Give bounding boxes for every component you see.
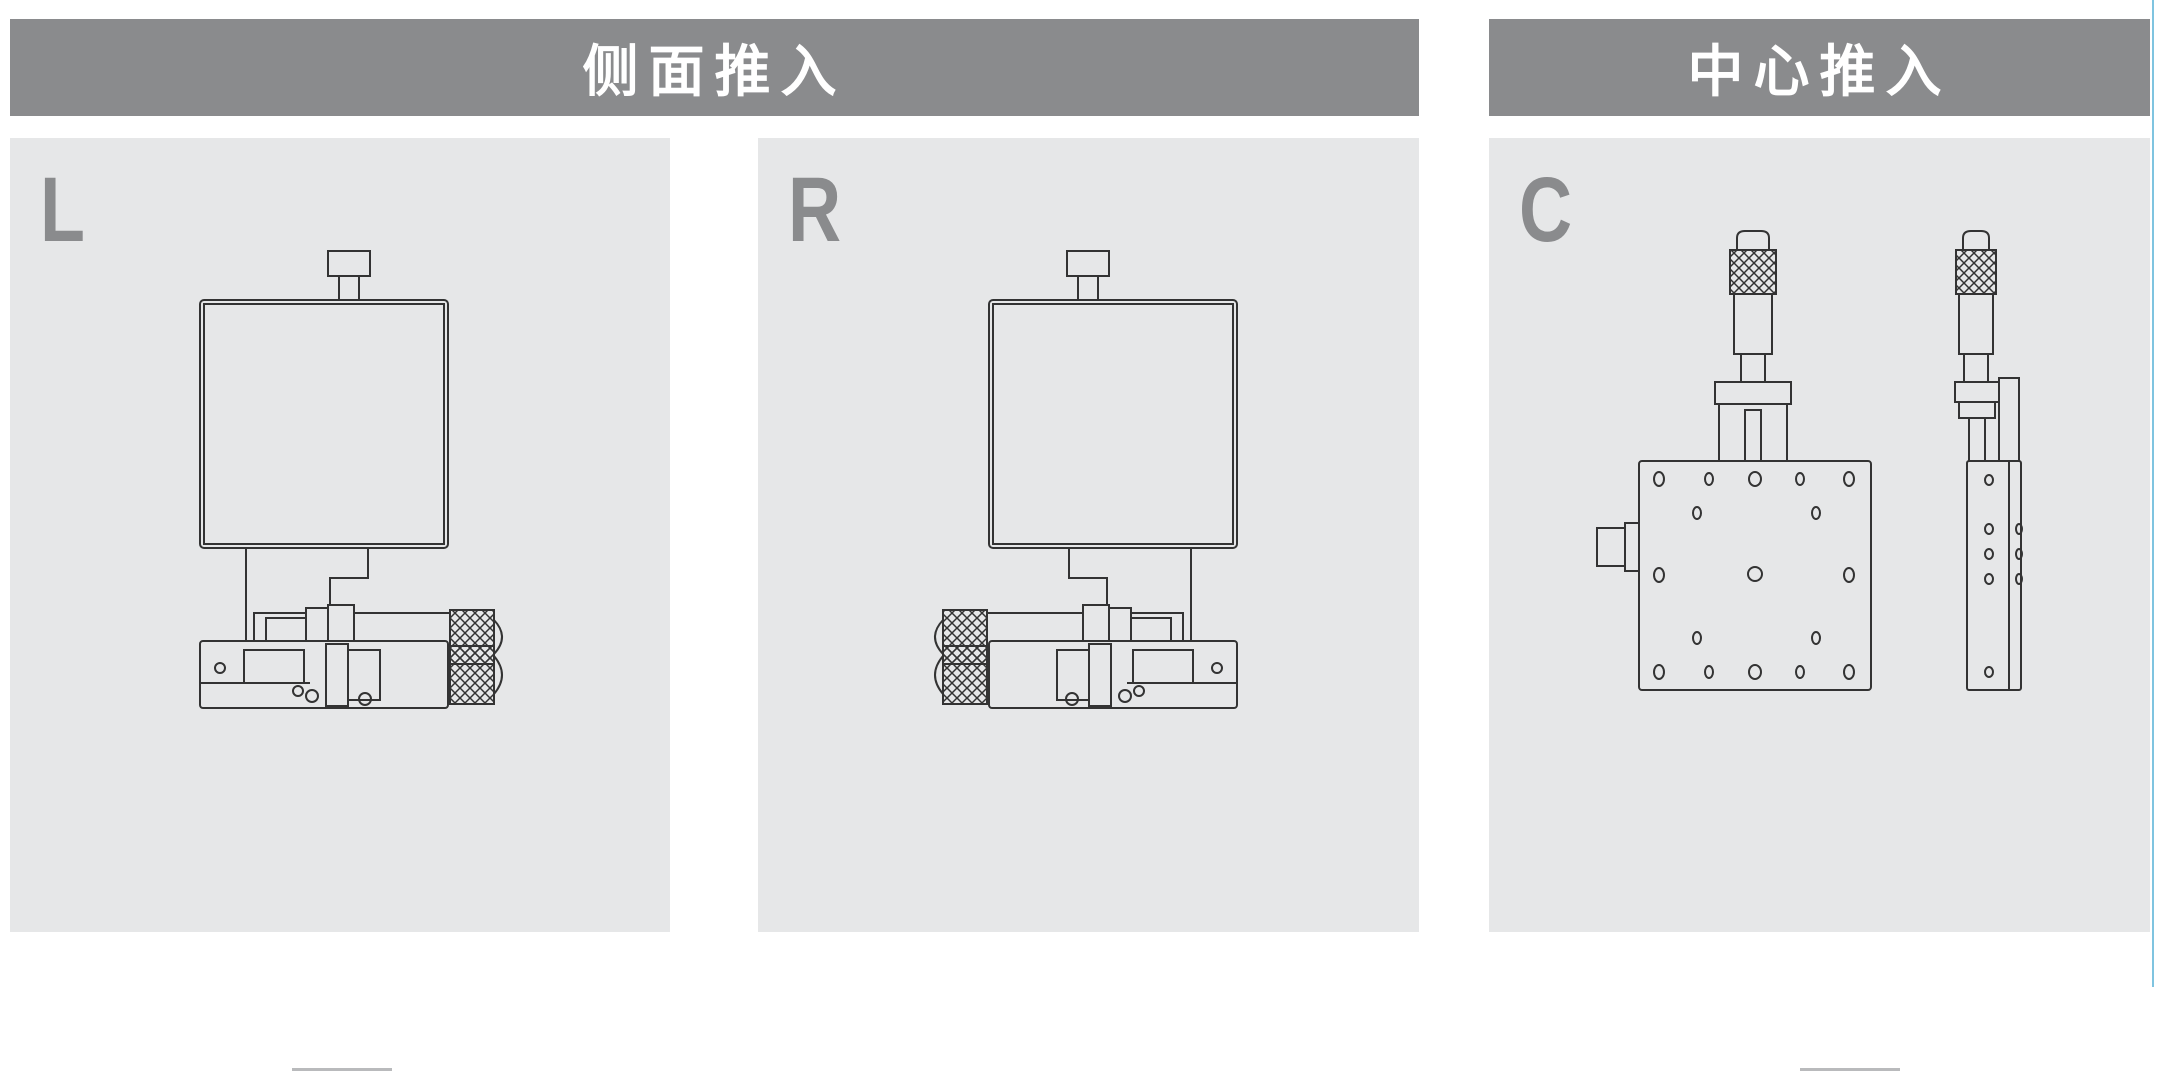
- panel-center-push: C: [1489, 138, 2150, 1071]
- header-side-push-title: 侧面推入: [582, 40, 847, 105]
- header-center-push-title: 中心推入: [1687, 40, 1952, 105]
- stage-body: [199, 299, 449, 549]
- micrometer-front: [1714, 230, 1792, 462]
- stage-drawing-right: [934, 250, 1238, 709]
- panel-label-c: C: [1519, 159, 1573, 261]
- stage-drawing-center: [1596, 230, 2023, 691]
- header-center-push: 中心推入: [1489, 19, 2150, 116]
- stage-front-view: [1596, 460, 1872, 691]
- stage-top-knob: [310, 250, 388, 301]
- stage-side-view: [1966, 460, 2023, 691]
- panel-left-push: L: [10, 138, 670, 1071]
- micrometer-side: [1954, 230, 2020, 462]
- header-side-push: 侧面推入: [10, 19, 1419, 116]
- panel-label-l: L: [40, 159, 85, 261]
- right-edge-line: [2152, 0, 2154, 987]
- panel-label-r: R: [788, 159, 842, 261]
- micrometer-lower: [199, 640, 503, 709]
- panel-right-push: R: [758, 138, 1419, 932]
- stage-drawing-left: [199, 250, 503, 709]
